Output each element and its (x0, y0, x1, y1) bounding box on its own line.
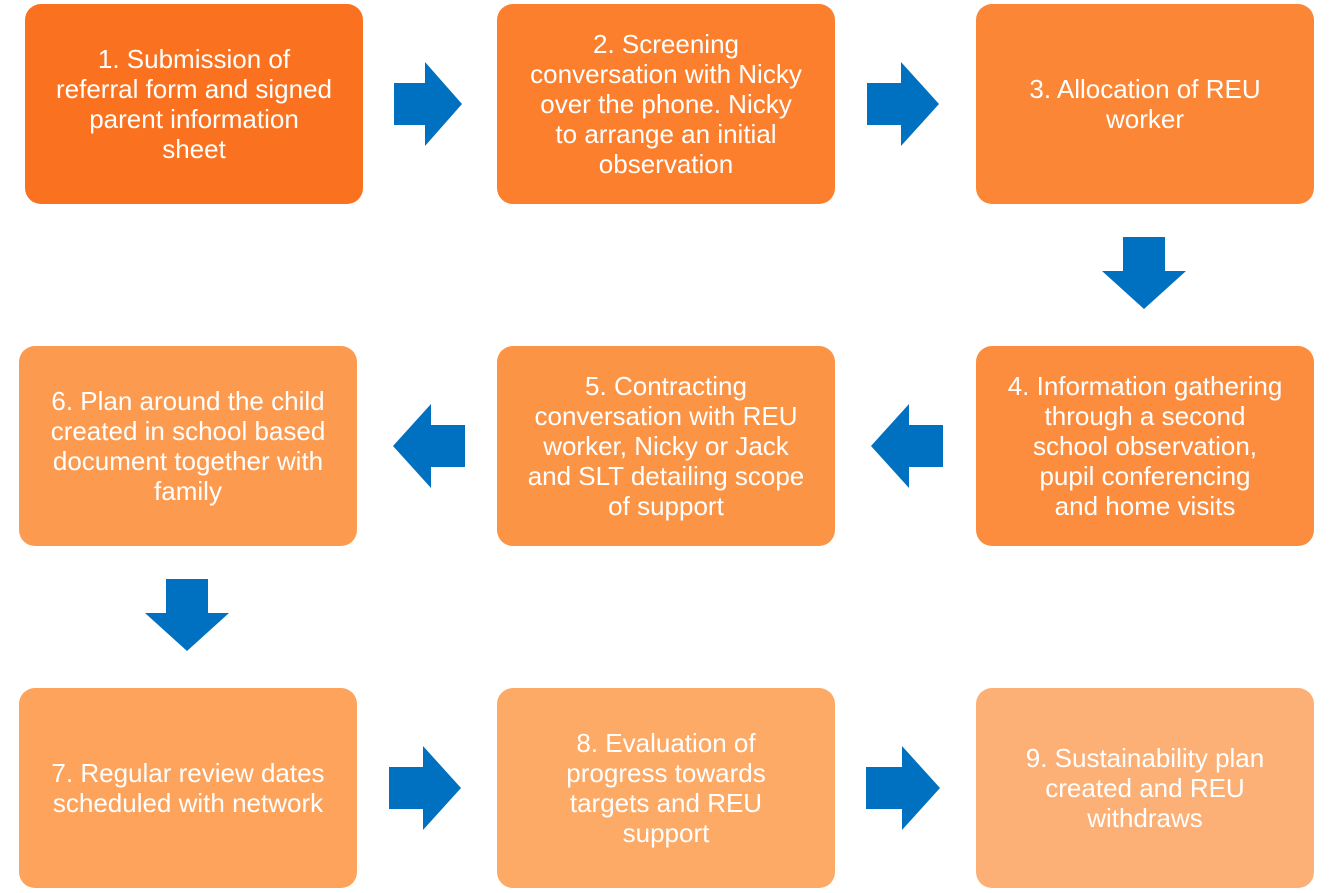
step-8-text: 8. Evaluation of progress towards target… (566, 728, 766, 848)
step-2-text: 2. Screening conversation with Nicky ove… (530, 29, 802, 179)
step-3-text: 3. Allocation of REU worker (1029, 74, 1261, 134)
arrow-down-icon (1102, 237, 1186, 309)
arrow-left-icon (871, 404, 943, 488)
arrow-left-icon (393, 404, 465, 488)
arrow-right-icon (394, 62, 462, 146)
step-6-text: 6. Plan around the child created in scho… (50, 386, 326, 506)
step-9-text: 9. Sustainability plan created and REU w… (1025, 743, 1265, 833)
step-6-box: 6. Plan around the child created in scho… (19, 346, 357, 546)
step-3-box: 3. Allocation of REU worker (976, 4, 1314, 204)
step-7-box: 7. Regular review dates scheduled with n… (19, 688, 357, 888)
arrow-down-icon (145, 579, 229, 651)
step-5-text: 5. Contracting conversation with REU wor… (527, 371, 805, 521)
step-7-text: 7. Regular review dates scheduled with n… (51, 758, 325, 818)
arrow-right-icon (389, 746, 461, 830)
step-4-text: 4. Information gathering through a secon… (1007, 371, 1283, 521)
step-9-box: 9. Sustainability plan created and REU w… (976, 688, 1314, 888)
step-4-box: 4. Information gathering through a secon… (976, 346, 1314, 546)
arrow-right-icon (866, 746, 940, 830)
step-5-box: 5. Contracting conversation with REU wor… (497, 346, 835, 546)
arrow-right-icon (867, 62, 939, 146)
step-1-box: 1. Submission of referral form and signe… (25, 4, 363, 204)
step-2-box: 2. Screening conversation with Nicky ove… (497, 4, 835, 204)
step-1-text: 1. Submission of referral form and signe… (55, 44, 333, 164)
step-8-box: 8. Evaluation of progress towards target… (497, 688, 835, 888)
